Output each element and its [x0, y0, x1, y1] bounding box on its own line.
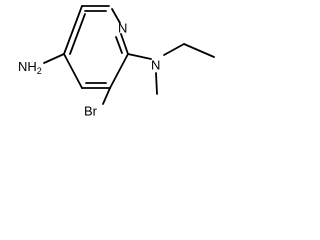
bond-c4-nh2: [43, 53, 65, 64]
atom-amino-group-label: NH2: [18, 59, 42, 76]
atom-amine-nitrogen-label: N: [151, 57, 160, 72]
molecule-structure: N N NH2 Br: [18, 5, 215, 118]
bond-n-ch2: [163, 43, 185, 56]
bond-c6-n1: [111, 8, 121, 24]
bond-n-methyl: [155, 72, 158, 95]
bond-c5-c6-inner: [69, 13, 86, 55]
bond-c5-c6: [63, 5, 83, 55]
bond-n1-c2-outer: [120, 33, 129, 55]
bond-c2-n: [127, 53, 152, 60]
bond-c3-br: [102, 87, 111, 105]
bond-ch2-ch3: [183, 43, 215, 58]
bond-n1-c2-inner: [115, 36, 123, 54]
atom-ring-nitrogen-label: N: [118, 20, 127, 35]
atom-bromine-label: Br: [84, 103, 98, 118]
bond-c2-c3: [109, 53, 129, 89]
bond-c4-c5: [63, 53, 83, 89]
